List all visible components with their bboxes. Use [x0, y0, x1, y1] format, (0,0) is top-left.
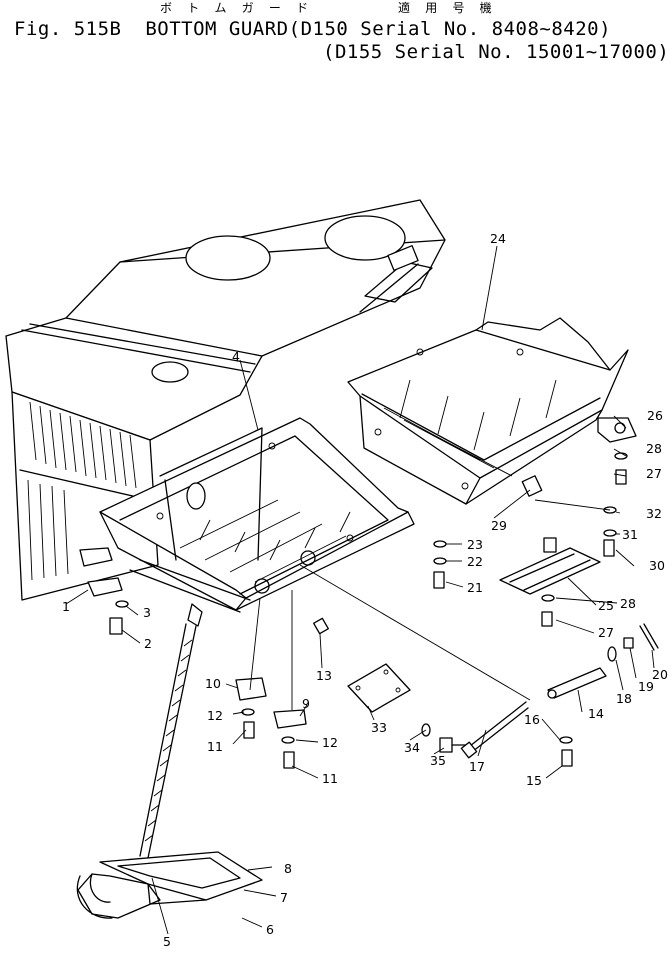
callout-4: 4	[232, 349, 240, 364]
serial-range-d155: Serial No. 15001~17000	[394, 41, 658, 63]
callout-6: 6	[266, 922, 274, 937]
callout-27b: 27	[598, 625, 614, 640]
callout-12b: 12	[322, 735, 338, 750]
guide-lines	[249, 499, 611, 710]
callout-12a: 12	[207, 708, 223, 723]
callout-10: 10	[205, 676, 221, 691]
callout-11b: 11	[322, 771, 338, 786]
callout-28b: 28	[620, 596, 636, 611]
callout-31: 31	[622, 527, 638, 542]
hood-opening-right	[324, 215, 406, 261]
figure-title-line-1: Fig. 515B BOTTOM GUARD(D150 Serial No. 8…	[14, 18, 612, 40]
front-bottom-guard	[99, 417, 415, 627]
title-kana: ボ ト ム ガ ー ド	[160, 1, 313, 15]
callout-13: 13	[316, 668, 332, 683]
callout-27a: 27	[646, 466, 662, 481]
hood-cap	[151, 361, 189, 383]
callout-7: 7	[280, 890, 288, 905]
callout-32: 32	[646, 506, 662, 521]
fig-label: Fig. 515B	[14, 18, 122, 40]
callout-30: 30	[649, 558, 665, 573]
callout-3: 3	[143, 605, 151, 620]
figure-title-line-2: (D155 Serial No. 15001~17000)	[323, 41, 670, 63]
callout-1: 1	[62, 599, 70, 614]
callout-21: 21	[467, 580, 483, 595]
callout-34: 34	[404, 740, 420, 755]
bolt-group-left	[109, 600, 329, 635]
cover-plate-33	[347, 663, 471, 753]
rear-bottom-guard	[347, 317, 629, 505]
plate-25	[499, 537, 601, 595]
callout-22: 22	[467, 554, 483, 569]
callout-28a: 28	[646, 441, 662, 456]
bracket-26	[597, 417, 637, 443]
bolt-washer-stack-right	[521, 452, 628, 557]
callout-26: 26	[647, 408, 663, 423]
model-d150: D150	[300, 18, 349, 40]
callout-15: 15	[526, 773, 542, 788]
model-d155: D155	[334, 41, 383, 63]
hood-opening-left	[185, 235, 271, 281]
callout-5: 5	[163, 934, 171, 949]
serial-kana: 適 用 号 機	[398, 1, 496, 15]
long-pin-17	[460, 701, 529, 759]
callout-16: 16	[524, 712, 540, 727]
callout-18: 18	[616, 691, 632, 706]
callout-23: 23	[467, 537, 483, 552]
callout-17: 17	[469, 759, 485, 774]
front-hooks	[79, 547, 123, 597]
callout-8: 8	[284, 861, 292, 876]
bolt-group-21-23	[433, 540, 555, 627]
callout-2: 2	[144, 636, 152, 651]
tractor-hood	[5, 199, 446, 441]
tow-rope	[147, 625, 197, 859]
callout-24: 24	[490, 231, 506, 246]
callout-25: 25	[598, 598, 614, 613]
parts-18-20	[607, 623, 659, 662]
callout-19: 19	[638, 679, 654, 694]
callout-9: 9	[302, 696, 310, 711]
radiator-grille	[11, 391, 159, 601]
callout-11a: 11	[207, 739, 223, 754]
serial-range-d150: Serial No. 8408~8420	[360, 18, 600, 40]
clamp-parts-9-12	[235, 677, 307, 769]
towing-hook	[76, 851, 263, 919]
callout-35: 35	[430, 753, 446, 768]
callout-29: 29	[491, 518, 507, 533]
callout-20: 20	[652, 667, 668, 682]
callout-14: 14	[588, 706, 604, 721]
callout-labels: 1 2 3 4 5 6 7 8 9 10 11 11 12 12 13 14 1…	[62, 231, 668, 949]
callout-33: 33	[371, 720, 387, 735]
diagram-title: BOTTOM GUARD	[145, 18, 289, 40]
